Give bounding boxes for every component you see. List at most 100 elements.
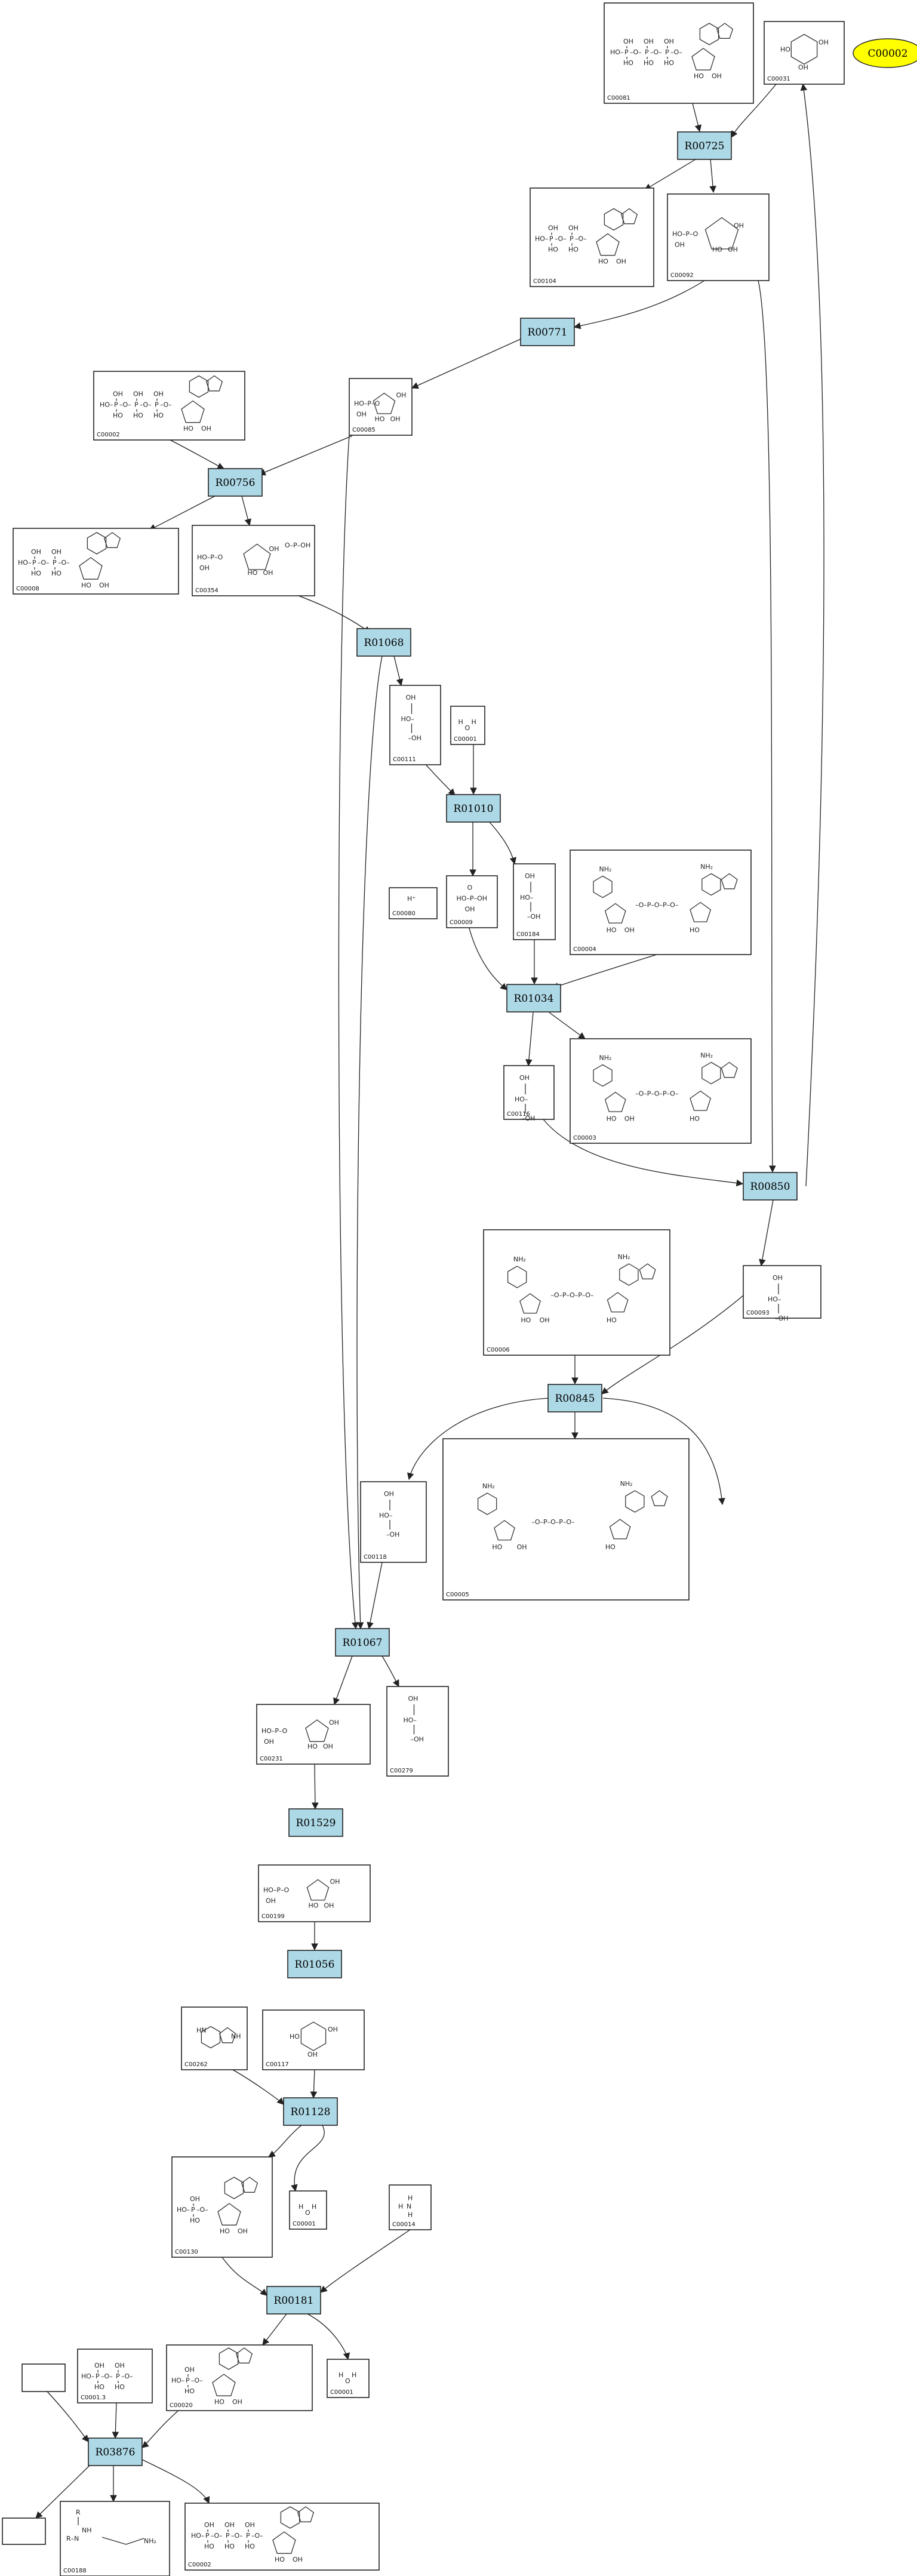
compound-box[interactable] <box>604 2 754 104</box>
compound-box[interactable] <box>258 1864 371 1922</box>
compound-box[interactable] <box>360 1481 427 1563</box>
mol-ring <box>373 392 396 414</box>
mol-atom-label: –O– <box>140 401 152 409</box>
highlight-ellipse[interactable] <box>853 38 917 68</box>
reaction-label: R01010 <box>454 803 494 815</box>
compound-box[interactable] <box>2 2517 46 2545</box>
compound-label: C00111 <box>393 756 416 763</box>
reaction-node[interactable] <box>208 468 263 497</box>
compound-box[interactable] <box>386 1686 449 1777</box>
mol-atom-label: HO <box>51 570 61 577</box>
compound-box[interactable] <box>667 193 770 281</box>
compound-box[interactable] <box>503 1065 555 1120</box>
compound-box[interactable] <box>570 1038 752 1144</box>
compound-box[interactable] <box>289 2190 327 2230</box>
compound-box[interactable] <box>764 21 845 85</box>
mol-atom-label: –O– <box>650 48 662 56</box>
mol-atom-label: NH₂ <box>700 1052 713 1060</box>
reaction-node[interactable] <box>266 2286 321 2315</box>
mol-atom-label: OH <box>199 564 210 572</box>
compound-box[interactable] <box>171 2156 273 2258</box>
mol-atom-label: P <box>570 235 574 243</box>
reaction-node[interactable] <box>743 1172 798 1201</box>
mol-atom-label: OH <box>568 224 578 232</box>
mol-atom-label: OH <box>356 411 367 418</box>
reaction-label: R00850 <box>750 1181 790 1193</box>
reaction-node[interactable] <box>547 1384 602 1412</box>
mol-ring <box>701 1061 721 1085</box>
mol-atom-label: OH <box>201 425 211 433</box>
compound-box[interactable] <box>483 1229 670 1356</box>
compound-box[interactable] <box>181 2006 248 2070</box>
mol-atom-label: H <box>352 2371 356 2379</box>
reaction-node[interactable] <box>88 2437 143 2466</box>
mol-atom-label: H <box>398 2203 403 2211</box>
reaction-label: R00725 <box>685 140 725 152</box>
reaction-node[interactable] <box>446 794 501 823</box>
compound-box[interactable] <box>389 887 438 919</box>
reaction-node[interactable] <box>288 1808 343 1837</box>
mol-atom-label: HO <box>690 1115 700 1123</box>
compound-label: C00002 <box>188 2562 211 2568</box>
compound-box[interactable] <box>327 2359 370 2398</box>
compound-box[interactable] <box>349 378 413 436</box>
reaction-node[interactable] <box>287 1950 342 1978</box>
compound-box[interactable] <box>530 187 654 287</box>
mol-atom-label: HO <box>81 581 91 589</box>
mol-atom-label: OH <box>330 1878 340 1886</box>
compound-box[interactable] <box>442 1438 690 1601</box>
compound-box[interactable] <box>184 2503 380 2571</box>
compound-box[interactable] <box>262 2009 365 2070</box>
compound-box[interactable] <box>166 2344 313 2411</box>
compound-box[interactable] <box>513 863 556 940</box>
compound-box[interactable] <box>450 706 485 745</box>
reaction-edge <box>241 495 251 527</box>
mol-atom-label: N <box>407 2203 411 2211</box>
mol-atom-label: OH <box>329 1719 339 1726</box>
compound-box[interactable] <box>77 2349 153 2403</box>
compound-box[interactable] <box>21 2363 66 2392</box>
reaction-node[interactable] <box>677 131 732 160</box>
reaction-node[interactable] <box>356 628 411 657</box>
compound-label: C00031 <box>767 76 790 82</box>
compound-label: C0001.3 <box>81 2395 106 2401</box>
compound-label: C00231 <box>260 1756 283 1762</box>
compound-box[interactable] <box>743 1265 821 1319</box>
compound-box[interactable] <box>389 685 441 765</box>
mol-atom-label: –OH <box>386 1531 399 1538</box>
mol-ring <box>790 33 818 65</box>
mol-atom-label: OH <box>728 246 738 254</box>
mol-ring <box>716 23 734 39</box>
mol-atom-label: HO–P–O <box>261 1727 288 1735</box>
reaction-node[interactable] <box>283 2097 338 2126</box>
reaction-label: R01056 <box>295 1959 335 1971</box>
compound-label: C00020 <box>170 2402 193 2409</box>
compound-label: C00009 <box>450 919 473 926</box>
compound-box[interactable] <box>256 1704 371 1765</box>
reaction-edge <box>407 1398 550 1481</box>
compound-box[interactable] <box>93 371 245 441</box>
compound-box[interactable] <box>446 875 498 928</box>
mol-atom-label: HO <box>248 569 258 577</box>
compound-label: C00130 <box>175 2249 198 2255</box>
mol-atom-label: H <box>472 718 476 726</box>
mol-ring <box>306 1879 330 1901</box>
compound-box[interactable] <box>60 2501 170 2576</box>
mol-atom-label: HO <box>521 1316 531 1324</box>
reaction-node[interactable] <box>335 1628 390 1657</box>
mol-atom-label: P <box>53 559 57 567</box>
reaction-edge <box>320 2229 411 2293</box>
compound-box[interactable] <box>389 2184 432 2230</box>
reaction-node[interactable] <box>520 318 575 346</box>
compound-box[interactable] <box>570 850 752 955</box>
compound-box[interactable] <box>192 525 315 596</box>
reaction-node[interactable] <box>506 984 561 1012</box>
mol-ring <box>494 1520 515 1541</box>
